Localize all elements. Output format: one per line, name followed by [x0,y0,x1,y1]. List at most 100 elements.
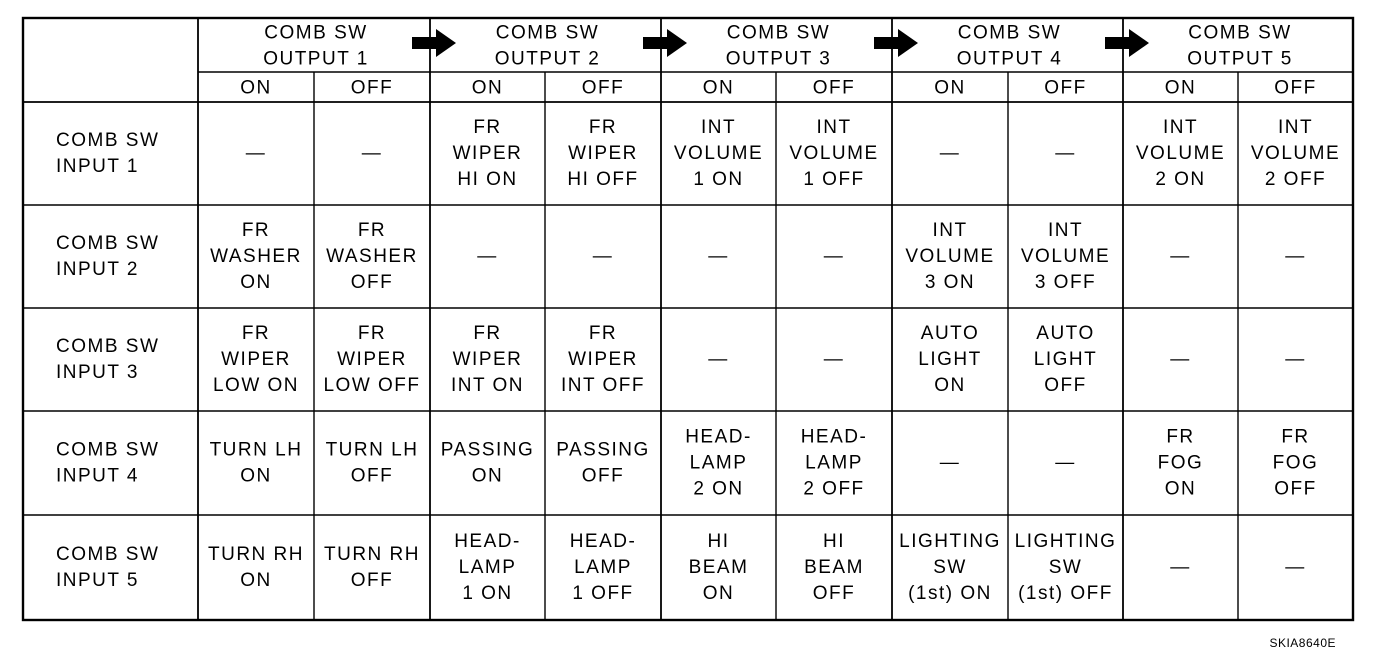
table-cell-line: — [1055,143,1076,164]
table-cell-line: 1 ON [693,169,743,190]
table-cell-line: LIGHTING [1015,531,1117,552]
table-cell-line: 3 OFF [1035,272,1096,293]
table-cell-line: — [477,246,498,267]
table-cell-line: LIGHTING [899,531,1001,552]
table-cell-line: VOLUME [905,246,994,267]
output-header-5-line: COMB SW [1188,23,1291,44]
table-cell-line: ON [703,583,735,604]
table-cell-line: FR [473,323,501,344]
table-cell-line: HI ON [457,169,517,190]
figure-id: SKIA8640E [1269,636,1336,650]
table-cell-line: WASHER [326,246,418,267]
table-cell-line: — [1170,349,1191,370]
table-cell-line: WIPER [221,349,291,370]
table-cell: — [477,246,498,267]
table-cell-line: FR [242,323,270,344]
table-cell-line: LOW ON [213,375,299,396]
input-label-1-line: COMB SW [56,130,159,151]
table-cell-line: LOW OFF [323,375,420,396]
table-cell-line: LAMP [459,557,517,578]
table-cell-line: INT ON [451,375,524,396]
input-label-3-line: COMB SW [56,336,159,357]
table-cell: — [1170,349,1191,370]
table-cell-line: LAMP [690,453,748,474]
input-label-3: COMB SW INPUT 3 [56,336,159,383]
table-cell-line: VOLUME [789,143,878,164]
table-cell-line: OFF [1274,479,1317,500]
table-border [21,16,1355,622]
table-cell: — [1170,246,1189,267]
table-cell-line: BEAM [689,557,749,578]
right-arrow-icon [643,29,687,57]
input-label-5-line: COMB SW [56,544,159,565]
table-cell-line: FR [358,323,386,344]
table-cell-line: (1st) OFF [1018,583,1113,604]
table-cell-line: LAMP [574,557,632,578]
table-cell-line: TURN LH [210,440,303,461]
input-label-4-line: INPUT 4 [56,466,139,487]
output-header-5: COMB SW OUTPUT 5 [1187,23,1293,70]
table-cell: — [708,246,727,267]
table-cell-line: INT OFF [561,375,645,396]
table-cell-line: FR [242,220,270,241]
table-cell-line: — [1285,349,1306,370]
table-cell-line: — [362,143,383,164]
input-label-2-line: INPUT 2 [56,259,139,280]
table-cell-line: OFF [351,272,394,293]
state-off-label: OFF [1274,78,1317,99]
input-label-1: COMB SW INPUT 1 [56,130,159,177]
table-cell: — [708,349,727,370]
table-cell-line: ON [1165,479,1197,500]
output-header-5-line: OUTPUT 5 [1187,49,1293,70]
table-cell: — [1285,246,1304,267]
input-label-1-line: INPUT 1 [56,156,139,177]
table-cell: — [1285,557,1304,578]
table-cell-line: FR [473,117,501,138]
table-cell-line: VOLUME [1136,143,1225,164]
table-cell: — [246,143,265,164]
table-cell-line: HEAD- [570,531,637,552]
table-cell-line: BEAM [804,557,864,578]
table-cell-line: FR [358,220,386,241]
table-cell: — [824,349,843,370]
table-cell-line: FR [589,323,617,344]
table-cell: HEAD- LAMP 2 ON [685,427,752,500]
input-label-3-line: INPUT 3 [56,362,139,383]
table-cell-line: WASHER [210,246,302,267]
table-cell: — [1055,143,1076,164]
table-cell: — [1055,453,1074,474]
table-cell: — [1285,349,1306,370]
table-cell-line: FOG [1158,453,1204,474]
table-cell-line: VOLUME [1251,143,1340,164]
state-off-label: OFF [813,78,856,99]
table-cell-line: 2 ON [693,479,743,500]
table-cell-line: — [940,453,961,474]
table-cell: FR WASHER OFF [326,220,418,293]
table-cell-line: TURN RH [324,544,420,565]
table-cell-line: OFF [582,466,625,487]
table-cell-line: HEAD- [685,427,752,448]
output-header-1-line: COMB SW [264,23,367,44]
table-cell-line: 2 OFF [1265,169,1326,190]
